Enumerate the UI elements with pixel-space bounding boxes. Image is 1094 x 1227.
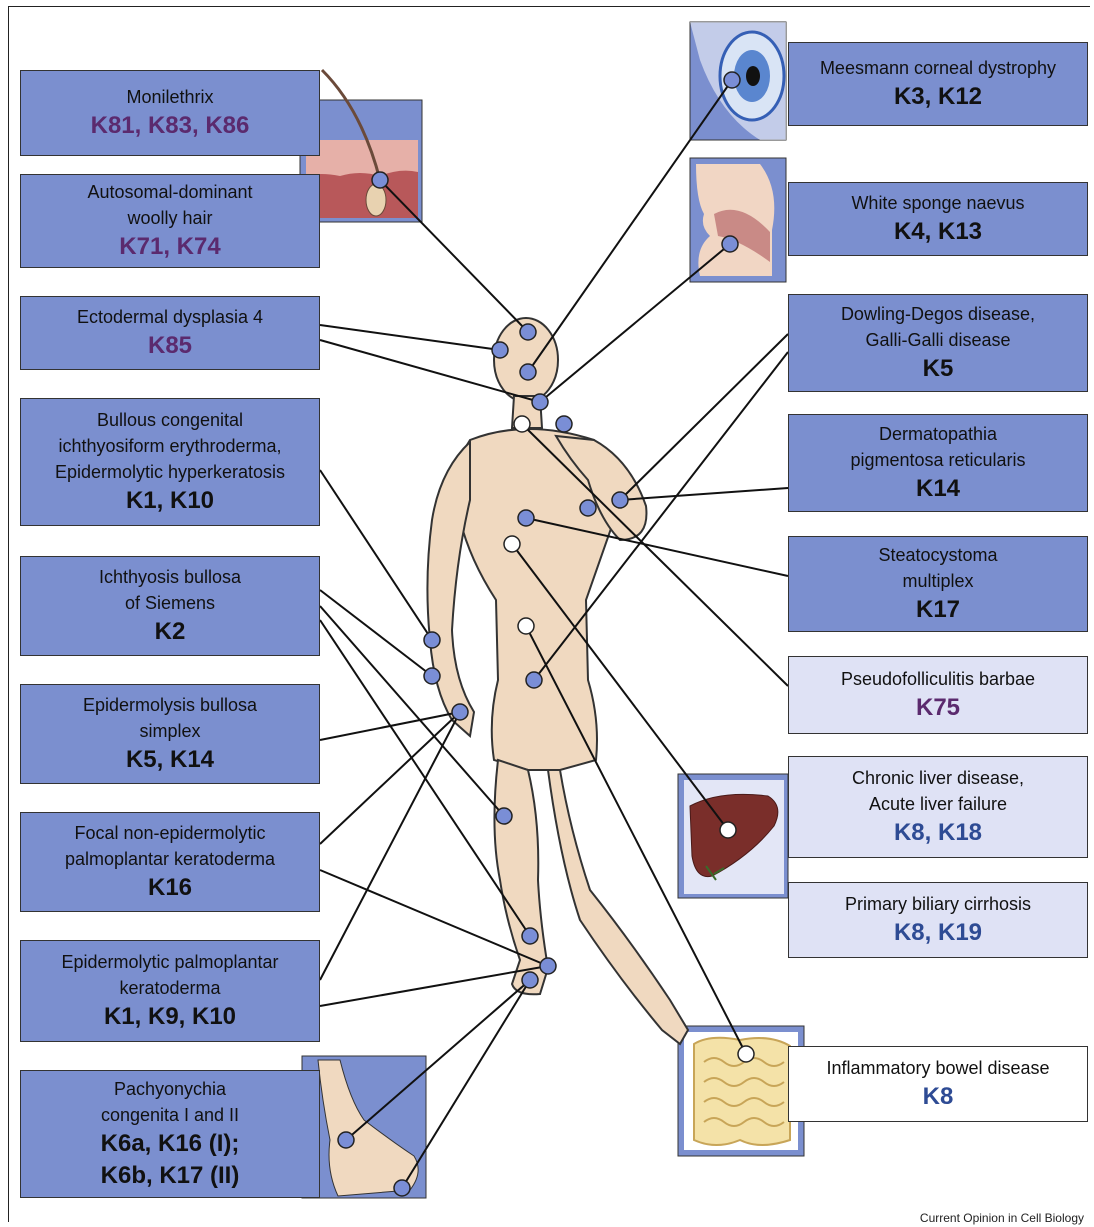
disease-box-dowling-degos: Dowling-Degos disease, Galli-Galli disea… [788, 294, 1088, 392]
keratin-label: K1, K9, K10 [104, 1001, 236, 1033]
disease-name: simplex [139, 718, 200, 744]
disease-name: Autosomal-dominant [87, 179, 252, 205]
foot-icon [302, 1056, 426, 1198]
journal-credit: Current Opinion in Cell Biology [920, 1211, 1084, 1225]
disease-name: Meesmann corneal dystrophy [820, 55, 1056, 81]
disease-box-woolly-hair: Autosomal-dominant woolly hair K71, K74 [20, 174, 320, 268]
keratin-label: K8, K18 [894, 817, 982, 849]
marker-hair [372, 172, 388, 188]
marker-eye-inset [724, 72, 740, 88]
disease-box-monilethrix: Monilethrix K81, K83, K86 [20, 70, 320, 156]
disease-box-dermatopathia: Dermatopathia pigmentosa reticularis K14 [788, 414, 1088, 512]
disease-box-epidermolytic-ppk: Epidermolytic palmoplantar keratoderma K… [20, 940, 320, 1042]
disease-name: Chronic liver disease, [852, 765, 1024, 791]
marker-knee [496, 808, 512, 824]
disease-box-focal-ppk: Focal non-epidermolytic palmoplantar ker… [20, 812, 320, 912]
disease-name: multiplex [902, 568, 973, 594]
keratin-label: K75 [916, 692, 960, 724]
disease-name: Monilethrix [126, 84, 213, 110]
disease-name: Dermatopathia [879, 421, 997, 447]
keratin-label: K6b, K17 (II) [101, 1160, 240, 1192]
disease-name: Focal non-epidermolytic [74, 820, 265, 846]
marker-ankle [522, 928, 538, 944]
disease-name: of Siemens [125, 590, 215, 616]
keratin-label: K81, K83, K86 [91, 110, 250, 142]
disease-name: Acute liver failure [869, 791, 1007, 817]
disease-name: Ectodermal dysplasia 4 [77, 304, 263, 330]
marker-mouth [532, 394, 548, 410]
disease-name: Inflammatory bowel disease [826, 1055, 1049, 1081]
disease-name: Ichthyosis bullosa [99, 564, 241, 590]
marker-head [492, 342, 508, 358]
disease-box-pachyonychia: Pachyonychia congenita I and II K6a, K16… [20, 1070, 320, 1198]
disease-box-meesmann: Meesmann corneal dystrophy K3, K12 [788, 42, 1088, 126]
keratin-label: K5 [923, 353, 954, 385]
marker-foot-inset-1 [338, 1132, 354, 1148]
disease-box-biliary-cirrhosis: Primary biliary cirrhosis K8, K19 [788, 882, 1088, 958]
disease-name: palmoplantar keratoderma [65, 846, 275, 872]
marker-forearm [424, 668, 440, 684]
disease-name: Bullous congenital [97, 407, 243, 433]
disease-box-ectodermal-dysplasia: Ectodermal dysplasia 4 K85 [20, 296, 320, 370]
marker-armpit [612, 492, 628, 508]
disease-box-ibd: Inflammatory bowel disease K8 [788, 1046, 1088, 1122]
keratin-label: K6a, K16 (I); [101, 1128, 240, 1160]
marker-foot-inset-2 [394, 1180, 410, 1196]
mouth-icon [690, 158, 786, 282]
marker-liver-inset [720, 822, 736, 838]
marker-gut-inset [738, 1046, 754, 1062]
keratin-label: K85 [148, 330, 192, 362]
keratin-label: K17 [916, 594, 960, 626]
disease-box-white-sponge: White sponge naevus K4, K13 [788, 182, 1088, 256]
keratin-label: K1, K10 [126, 485, 214, 517]
disease-box-ichthyosis-bullosa: Ichthyosis bullosa of Siemens K2 [20, 556, 320, 656]
disease-box-ebs: Epidermolysis bullosa simplex K5, K14 [20, 684, 320, 784]
marker-hand [452, 704, 468, 720]
marker-mouth-inset [722, 236, 738, 252]
marker-shoulder [580, 500, 596, 516]
disease-name: Dowling-Degos disease, [841, 301, 1035, 327]
disease-name: Pseudofolliculitis barbae [841, 666, 1035, 692]
marker-neck [556, 416, 572, 432]
disease-box-bullous-ichthyosiform: Bullous congenital ichthyosiform erythro… [20, 398, 320, 526]
keratin-label: K3, K12 [894, 81, 982, 113]
keratin-label: K16 [148, 872, 192, 904]
marker-chest [518, 510, 534, 526]
disease-name: Galli-Galli disease [865, 327, 1010, 353]
marker-groin [526, 672, 542, 688]
marker-scalp [520, 324, 536, 340]
marker-eye [520, 364, 536, 380]
marker-neck-white [514, 416, 530, 432]
keratin-label: K5, K14 [126, 744, 214, 776]
disease-name: White sponge naevus [851, 190, 1024, 216]
disease-name: Steatocystoma [878, 542, 997, 568]
disease-name: Epidermolytic palmoplantar [61, 949, 278, 975]
disease-name: Pachyonychia [114, 1076, 226, 1102]
disease-name: ichthyosiform erythroderma, [58, 433, 281, 459]
marker-foot [540, 958, 556, 974]
disease-box-liver-disease: Chronic liver disease, Acute liver failu… [788, 756, 1088, 858]
disease-name: woolly hair [127, 205, 212, 231]
marker-gut-body [518, 618, 534, 634]
keratin-label: K14 [916, 473, 960, 505]
marker-toe [522, 972, 538, 988]
disease-box-steatocystoma: Steatocystoma multiplex K17 [788, 536, 1088, 632]
disease-box-pseudofolliculitis: Pseudofolliculitis barbae K75 [788, 656, 1088, 734]
keratin-label: K2 [155, 616, 186, 648]
keratin-label: K4, K13 [894, 216, 982, 248]
keratin-label: K71, K74 [119, 231, 220, 263]
disease-name: pigmentosa reticularis [850, 447, 1025, 473]
disease-name: keratoderma [119, 975, 220, 1001]
disease-name: Primary biliary cirrhosis [845, 891, 1031, 917]
disease-name: congenita I and II [101, 1102, 239, 1128]
keratin-label: K8, K19 [894, 917, 982, 949]
marker-arm [424, 632, 440, 648]
keratin-label: K8 [923, 1081, 954, 1113]
disease-name: Epidermolysis bullosa [83, 692, 257, 718]
marker-liver-body [504, 536, 520, 552]
disease-name: Epidermolytic hyperkeratosis [55, 459, 285, 485]
